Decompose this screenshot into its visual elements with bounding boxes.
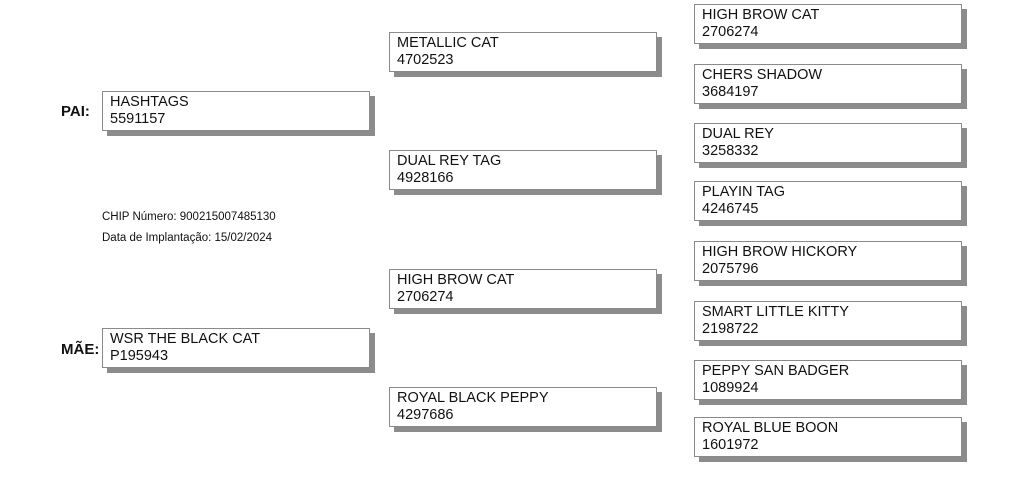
grandparent-name: METALLIC CAT: [397, 35, 499, 51]
sire-name: HASHTAGS: [110, 94, 189, 110]
great-grandparent-box: CHERS SHADOW 3684197: [694, 64, 962, 104]
great-grandparent-name: PLAYIN TAG: [702, 184, 785, 200]
great-grandparent-name: SMART LITTLE KITTY: [702, 304, 849, 320]
great-grandparent-name: HIGH BROW CAT: [702, 7, 820, 23]
great-grandparent-name: DUAL REY: [702, 126, 774, 142]
great-grandparent-reg: 2075796: [702, 261, 759, 277]
chip-number: CHIP Número: 900215007485130: [102, 211, 276, 223]
great-grandparent-reg: 1601972: [702, 437, 759, 453]
great-grandparent-reg: 1089924: [702, 380, 759, 396]
sire-box: HASHTAGS 5591157: [102, 91, 370, 131]
grandparent-name: ROYAL BLACK PEPPY: [397, 390, 549, 406]
grandparent-reg: 4297686: [397, 407, 454, 423]
grandparent-box: HIGH BROW CAT 2706274: [389, 269, 657, 309]
grandparent-reg: 2706274: [397, 289, 454, 305]
dam-name: WSR THE BLACK CAT: [110, 331, 261, 347]
great-grandparent-name: HIGH BROW HICKORY: [702, 244, 858, 260]
great-grandparent-box: PLAYIN TAG 4246745: [694, 181, 962, 221]
great-grandparent-box: HIGH BROW CAT 2706274: [694, 4, 962, 44]
great-grandparent-box: SMART LITTLE KITTY 2198722: [694, 301, 962, 341]
great-grandparent-reg: 3684197: [702, 84, 759, 100]
great-grandparent-name: PEPPY SAN BADGER: [702, 363, 850, 379]
grandparent-name: HIGH BROW CAT: [397, 272, 515, 288]
dam-reg: P195943: [110, 348, 169, 364]
dam-label: MÃE:: [61, 341, 100, 358]
grandparent-box: METALLIC CAT 4702523: [389, 32, 657, 72]
grandparent-name: DUAL REY TAG: [397, 153, 502, 169]
great-grandparent-box: ROYAL BLUE BOON 1601972: [694, 417, 962, 457]
great-grandparent-reg: 3258332: [702, 143, 759, 159]
grandparent-box: DUAL REY TAG 4928166: [389, 150, 657, 190]
sire-reg: 5591157: [110, 111, 166, 127]
great-grandparent-box: HIGH BROW HICKORY 2075796: [694, 241, 962, 281]
great-grandparent-reg: 2706274: [702, 24, 759, 40]
great-grandparent-name: ROYAL BLUE BOON: [702, 420, 839, 436]
implant-date: Data de Implantação: 15/02/2024: [102, 232, 273, 244]
grandparent-reg: 4702523: [397, 52, 454, 68]
great-grandparent-reg: 2198722: [702, 321, 759, 337]
great-grandparent-reg: 4246745: [702, 201, 759, 217]
great-grandparent-box: PEPPY SAN BADGER 1089924: [694, 360, 962, 400]
great-grandparent-box: DUAL REY 3258332: [694, 123, 962, 163]
great-grandparent-name: CHERS SHADOW: [702, 67, 823, 83]
grandparent-box: ROYAL BLACK PEPPY 4297686: [389, 387, 657, 427]
dam-box: WSR THE BLACK CAT P195943: [102, 328, 370, 368]
grandparent-reg: 4928166: [397, 170, 454, 186]
sire-label: PAI:: [61, 103, 90, 120]
